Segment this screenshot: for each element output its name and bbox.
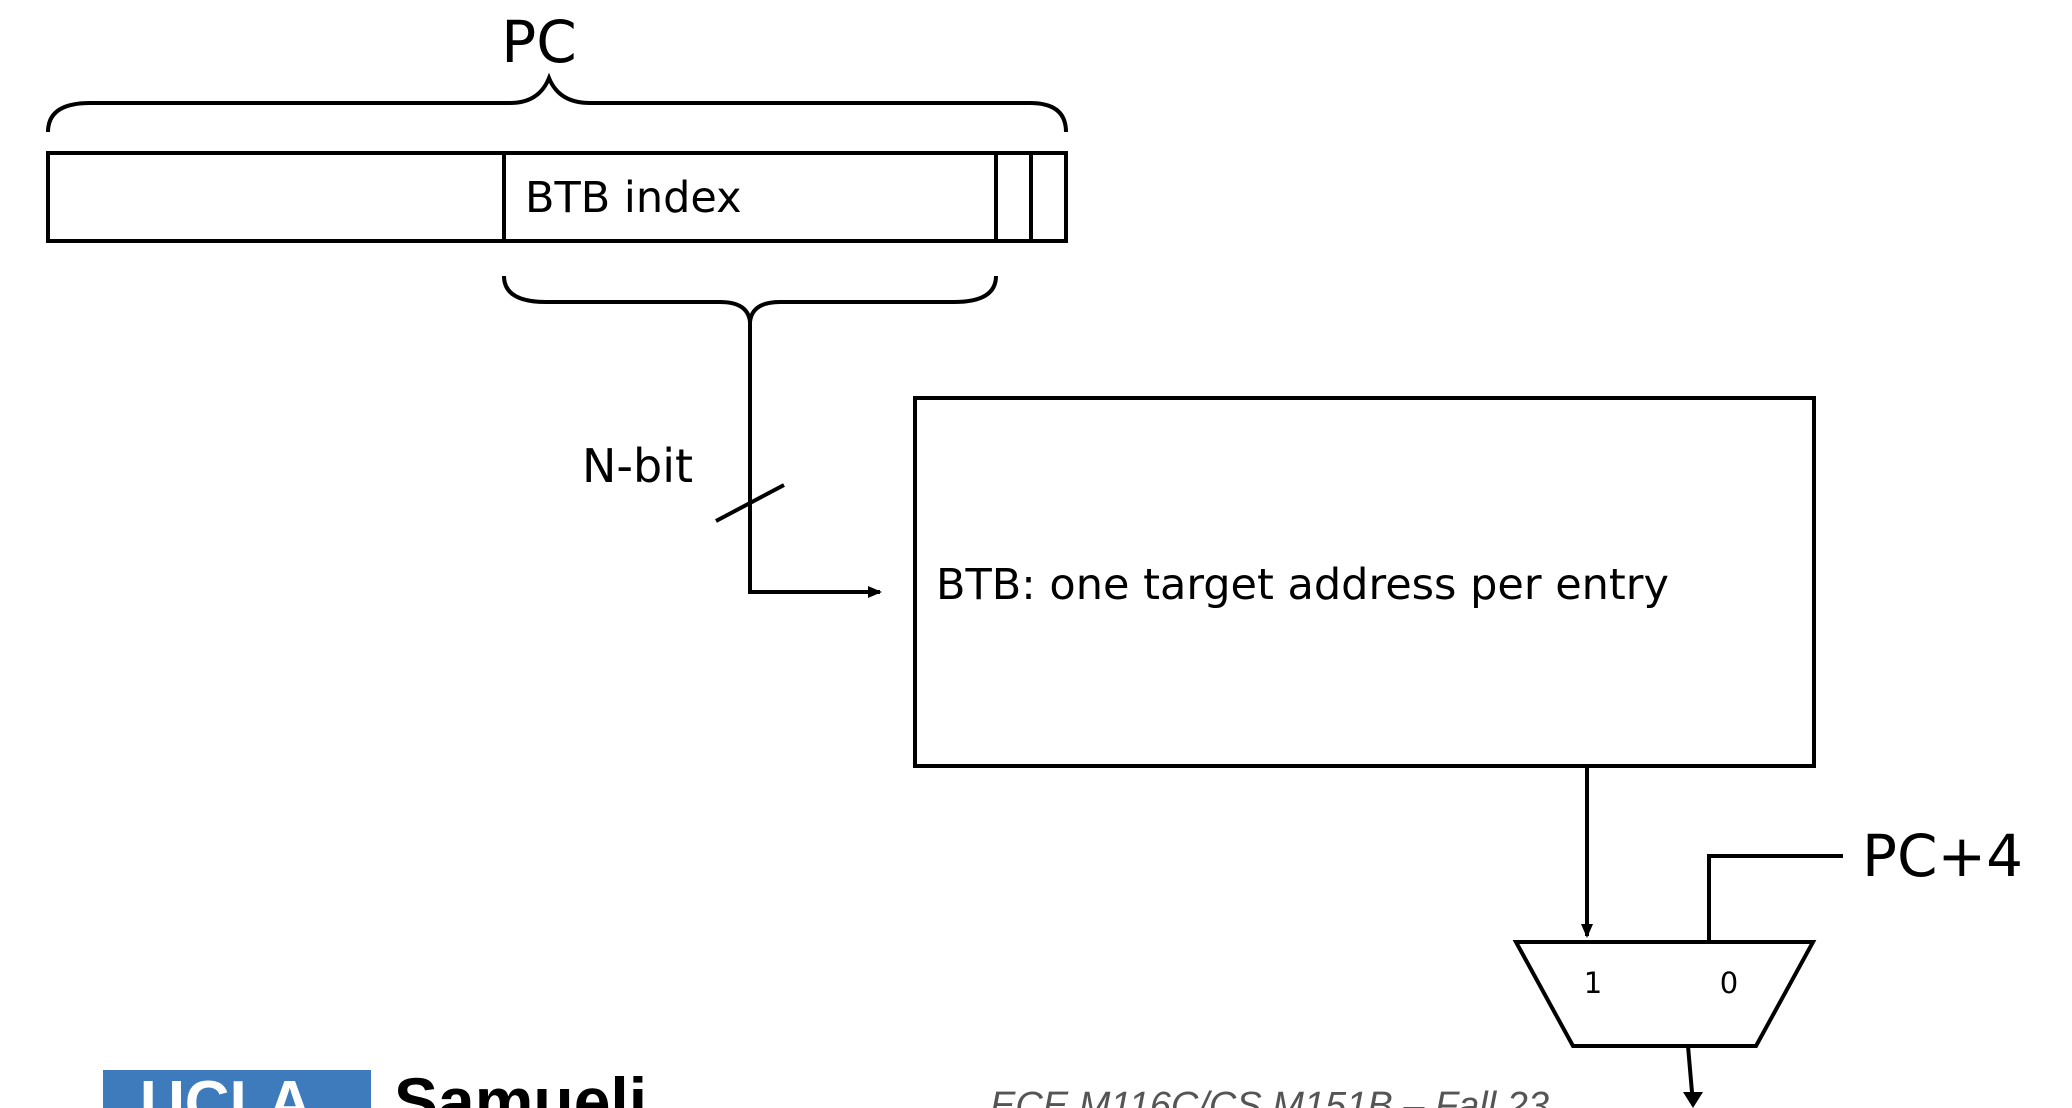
btb-index-label: BTB index [525,173,742,223]
ucla-logo-block [103,1070,371,1108]
btb-table [913,396,1816,768]
pc-brace [46,72,1068,133]
bus-width-label: N-bit [582,439,693,493]
mux-output-arrow [1683,1092,1703,1108]
pc-plus-4-label: PC+4 [1862,822,2023,890]
index-bus-wire [748,322,882,598]
bus-width-slash [715,483,785,523]
pc-register [46,151,1068,243]
pc-plus-4-wire [1707,854,1843,942]
ucla-logo-text: UCLA [140,1069,312,1108]
mux-input-1-label: 1 [1584,966,1602,1000]
btb-table-label: BTB: one target address per entry [936,560,1669,610]
samueli-logo-text: Samueli [394,1064,647,1108]
course-footer: ECE M116C/CS M151B – Fall 23 [990,1085,1549,1108]
btb-index-brace [502,275,998,323]
pc-label: PC [501,8,576,76]
mux-input-0-label: 0 [1720,966,1738,1000]
mux [1512,940,1817,1048]
